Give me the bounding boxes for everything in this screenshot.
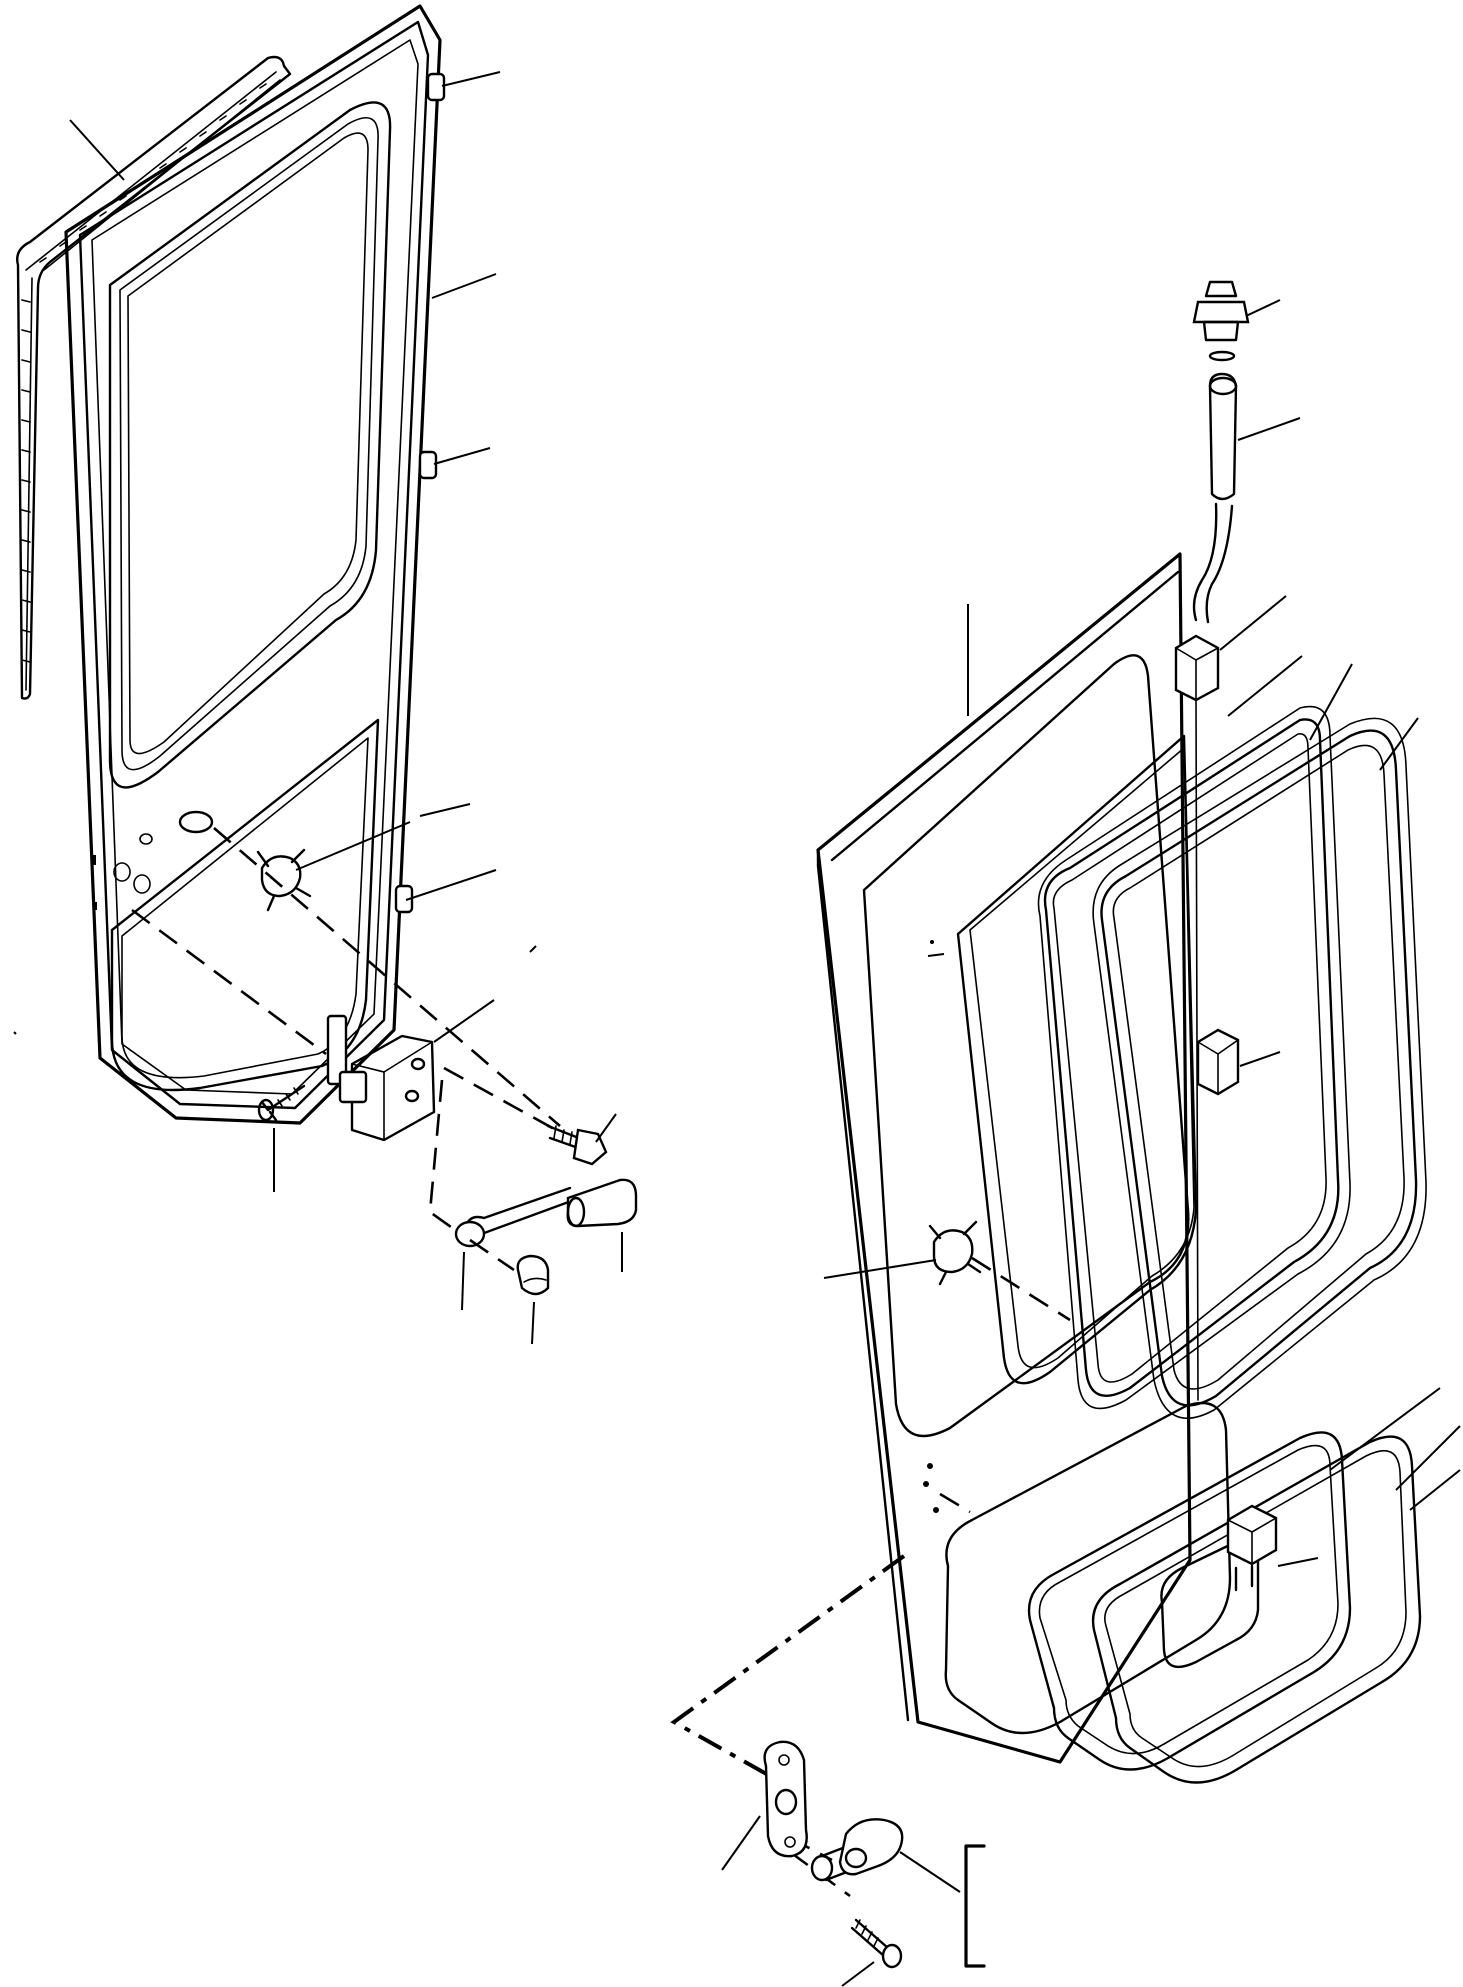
left-door-frame xyxy=(64,4,446,1125)
left-assembly-lines xyxy=(131,827,561,1272)
clip-right-door xyxy=(928,1220,982,1286)
grease-fitting xyxy=(1192,280,1250,362)
leader-panel-tick xyxy=(927,953,945,957)
leader-seal-strip xyxy=(69,119,125,181)
right-assembly-lines xyxy=(670,1256,1071,1898)
leader-hinge-block-mid xyxy=(1239,1051,1281,1067)
leader-lock-spring-clip xyxy=(295,821,411,871)
latch-nut xyxy=(516,1254,550,1296)
leader-door-frame-edge xyxy=(431,273,497,299)
handle-group-bracket xyxy=(964,1844,986,1968)
panel-holes xyxy=(923,940,939,1513)
lower-hinge-block xyxy=(1226,1504,1278,1592)
leader-hinge-pin xyxy=(1237,417,1301,441)
leader-lower-seal-2 xyxy=(1395,1425,1461,1491)
leader-hinge-lower xyxy=(405,869,497,901)
leader-clip-right-door xyxy=(823,1259,937,1279)
leader-handle-assembly xyxy=(899,1851,961,1893)
hinge-pin xyxy=(1192,372,1238,624)
seal-strip xyxy=(16,55,292,700)
lock-spring-clip-left xyxy=(256,848,312,912)
upper-seal-set xyxy=(862,654,1427,1438)
leader-left-dot xyxy=(13,1031,17,1035)
latch-rod xyxy=(454,1186,576,1248)
callout-leaders xyxy=(13,71,1461,1987)
leader-hinge-middle xyxy=(433,447,491,465)
leader-upper-seal-2 xyxy=(1309,663,1353,741)
leader-upper-seal-1 xyxy=(1227,655,1303,717)
leader-small-tick-left xyxy=(529,945,537,953)
lower-seal-set xyxy=(944,1401,1422,1784)
latch-knob xyxy=(566,1178,638,1228)
leader-grease-fitting xyxy=(1245,299,1281,317)
catch-bolt xyxy=(546,1124,608,1166)
hinge-axis-line xyxy=(1195,699,1199,1401)
leader-upper-seal-3 xyxy=(1379,717,1419,771)
hinge-block-mid xyxy=(1196,1028,1240,1096)
leader-catch-bracket xyxy=(433,999,495,1043)
catch-bracket xyxy=(326,1014,436,1142)
leader-lower-hinge-block xyxy=(1277,1557,1319,1567)
leader-hinge-block-top xyxy=(1219,595,1287,651)
handle-assembly xyxy=(810,1818,904,1882)
leader-handle-screw xyxy=(841,1961,875,1987)
leader-hinge-upper xyxy=(441,71,501,87)
leader-latch-nut xyxy=(531,1301,535,1345)
leader-latch-rod xyxy=(461,1251,465,1311)
catch-screw xyxy=(257,1084,306,1122)
leader-catch-bolt xyxy=(595,1113,617,1143)
leader-striker-plate xyxy=(721,1815,761,1871)
leader-lower-seal-3 xyxy=(1409,1469,1461,1511)
leader-lower-seal-1 xyxy=(1329,1387,1441,1471)
outer-panel xyxy=(816,552,1192,1764)
striker-plate xyxy=(763,1740,808,1858)
handle-screw xyxy=(850,1918,903,1969)
hinge-block-top xyxy=(1174,634,1220,702)
leader-lock-spring-clip-tick xyxy=(419,803,471,817)
